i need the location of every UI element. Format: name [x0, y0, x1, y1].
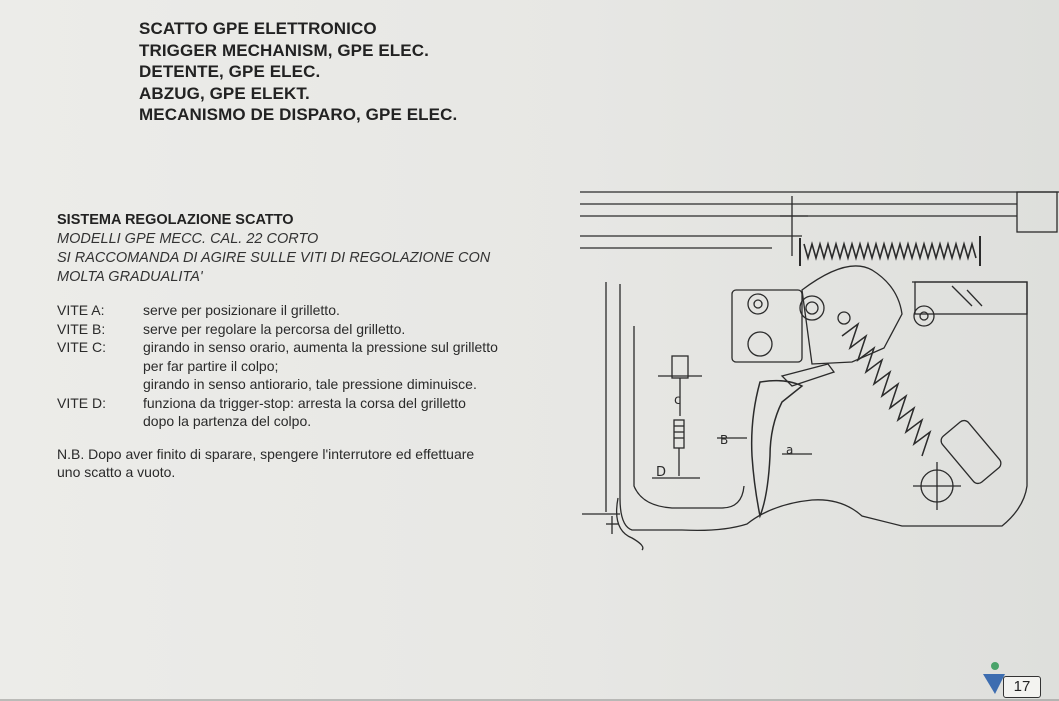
title-english: TRIGGER MECHANISM, GPE ELEC.: [139, 40, 429, 60]
diagram-label-a: a: [786, 443, 793, 457]
brand-logo-icon: [983, 662, 1005, 694]
screw-d-line-1: funziona da trigger-stop: arresta la cor…: [143, 394, 466, 411]
screw-d-line-2: dopo la partenza del colpo.: [143, 413, 312, 429]
diagram-label-c: c: [674, 393, 681, 408]
screw-d-row: VITE D: funziona da trigger-stop: arrest…: [57, 394, 547, 431]
screw-d-label: VITE D:: [57, 394, 107, 411]
screw-c-line-1: girando in senso orario, aumenta la pres…: [143, 339, 498, 355]
warning-line-2: MOLTA GRADUALITA': [57, 269, 203, 285]
horizontal-spring: [803, 241, 977, 261]
page-number: 17: [1003, 676, 1041, 698]
screw-a-line: serve per posizionare il grilletto.: [143, 302, 340, 318]
title-german: ABZUG, GPE ELEKT.: [139, 83, 310, 103]
page-bottom-edge: [0, 699, 1059, 701]
screw-b-label: VITE B:: [57, 320, 106, 337]
screw-b-row: VITE B: serve per regolare la percorsa d…: [57, 320, 547, 339]
screw-list: VITE A: serve per posizionare il grillet…: [57, 301, 547, 431]
screw-c-label: VITE C:: [57, 339, 107, 355]
trigger-mechanism-diagram: c B a D: [580, 191, 1059, 551]
screw-b-line: serve per regolare la percorsa del grill…: [143, 320, 406, 337]
screw-c-row: VITE C: girando in senso orario, aumenta…: [57, 338, 547, 394]
note-line-1: N.B. Dopo aver finito di sparare, spenge…: [57, 445, 475, 462]
screw-c-line-2: per far partire il colpo;: [143, 357, 279, 374]
trigger: [750, 379, 804, 519]
diagram-label-b: B: [720, 433, 728, 447]
screw-c-text: girando in senso orario, aumenta la pres…: [143, 338, 498, 394]
screw-a-text: serve per posizionare il grilletto.: [143, 301, 340, 320]
angled-spring: [841, 321, 932, 457]
title-spanish: MECANISMO DE DISPARO, GPE ELEC.: [139, 105, 458, 124]
note-block: N.B. Dopo aver finito di sparare, spenge…: [57, 445, 547, 482]
adjustment-section: SISTEMA REGOLAZIONE SCATTO MODELLI GPE M…: [57, 211, 547, 482]
screw-b-text: serve per regolare la percorsa del grill…: [143, 320, 405, 339]
title-italian: SCATTO GPE ELETTRONICO: [139, 19, 377, 38]
title-block: SCATTO GPE ELETTRONICO TRIGGER MECHANISM…: [139, 18, 457, 126]
note-line-2: uno scatto a vuoto.: [57, 464, 176, 480]
screw-c-line-3: girando in senso antiorario, tale pressi…: [143, 376, 477, 392]
screw-a-label: VITE A:: [57, 302, 105, 318]
diagram-label-d: D: [656, 465, 666, 480]
warning-line-1: SI RACCOMANDA DI AGIRE SULLE VITI DI REG…: [57, 250, 491, 266]
title-french: DETENTE, GPE ELEC.: [139, 62, 321, 81]
screw-a-row: VITE A: serve per posizionare il grillet…: [57, 301, 547, 320]
section-heading: SISTEMA REGOLAZIONE SCATTO: [57, 212, 294, 228]
models-line: MODELLI GPE MECC. CAL. 22 CORTO: [57, 231, 319, 247]
screw-d-text: funziona da trigger-stop: arresta la cor…: [143, 394, 466, 431]
